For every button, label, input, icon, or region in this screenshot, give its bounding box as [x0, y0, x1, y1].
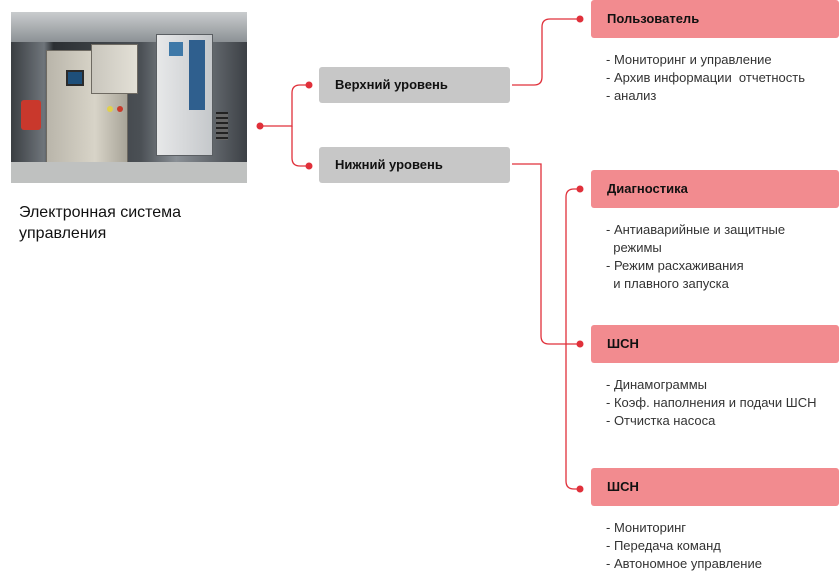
connector-upper-user: [512, 18, 580, 86]
level-lower: Нижний уровень: [319, 147, 510, 183]
node-dot: [576, 485, 584, 493]
photo-socket: [21, 100, 41, 130]
photo-drive-screen: [169, 42, 183, 56]
node-dot: [576, 185, 584, 193]
list-item: - Автономное управление: [606, 556, 762, 571]
level-upper: Верхний уровень: [319, 67, 510, 103]
connector-root-lower: [291, 126, 309, 167]
connector-lower-shsn: [512, 163, 580, 345]
node-dot: [305, 162, 313, 170]
photo-vents: [216, 112, 228, 140]
group-shsn-1: ШСН: [591, 325, 839, 363]
group-diagnostics: Диагностика: [591, 170, 839, 208]
list-item: - Отчистка насоса: [606, 413, 716, 428]
list-item: режимы: [606, 240, 662, 255]
group-diagnostics-items: - Антиаварийные и защитные режимы - Режи…: [606, 221, 839, 293]
group-user-items: - Мониторинг и управление - Архив информ…: [606, 51, 839, 105]
list-item: - Мониторинг и управление: [606, 52, 772, 67]
node-dot: [576, 340, 584, 348]
list-item: - Мониторинг: [606, 520, 687, 535]
list-item: - Динамограммы: [606, 377, 708, 392]
photo-display: [66, 70, 84, 86]
list-item: - Антиаварийные и защитные: [606, 222, 786, 237]
photo-cabinet-upper: [91, 44, 138, 94]
control-cabinet-photo: [11, 12, 247, 183]
group-shsn-2: ШСН: [591, 468, 839, 506]
node-dot: [305, 81, 313, 89]
photo-floor: [11, 162, 247, 183]
node-dot: [576, 15, 584, 23]
list-item: - Коэф. наполнения и подачи ШСН: [606, 395, 817, 410]
list-item: - Передача команд: [606, 538, 721, 553]
system-caption: Электронная система управления: [19, 204, 182, 242]
connector-lower-branch: [565, 188, 580, 490]
list-item: - анализ: [606, 88, 657, 103]
group-user: Пользователь: [591, 0, 839, 38]
photo-lamp: [117, 106, 123, 112]
node-dot: [256, 122, 264, 130]
list-item: - Архив информации отчетность: [606, 70, 805, 85]
photo-drive-stripe: [189, 40, 205, 110]
list-item: - Режим расхаживания: [606, 258, 744, 273]
photo-lamp: [107, 106, 113, 112]
list-item: и плавного запуска: [606, 276, 729, 291]
group-shsn-2-items: - Мониторинг - Передача команд - Автоном…: [606, 519, 839, 573]
group-shsn-1-items: - Динамограммы - Коэф. наполнения и пода…: [606, 376, 839, 430]
connector-root-upper: [260, 84, 309, 127]
